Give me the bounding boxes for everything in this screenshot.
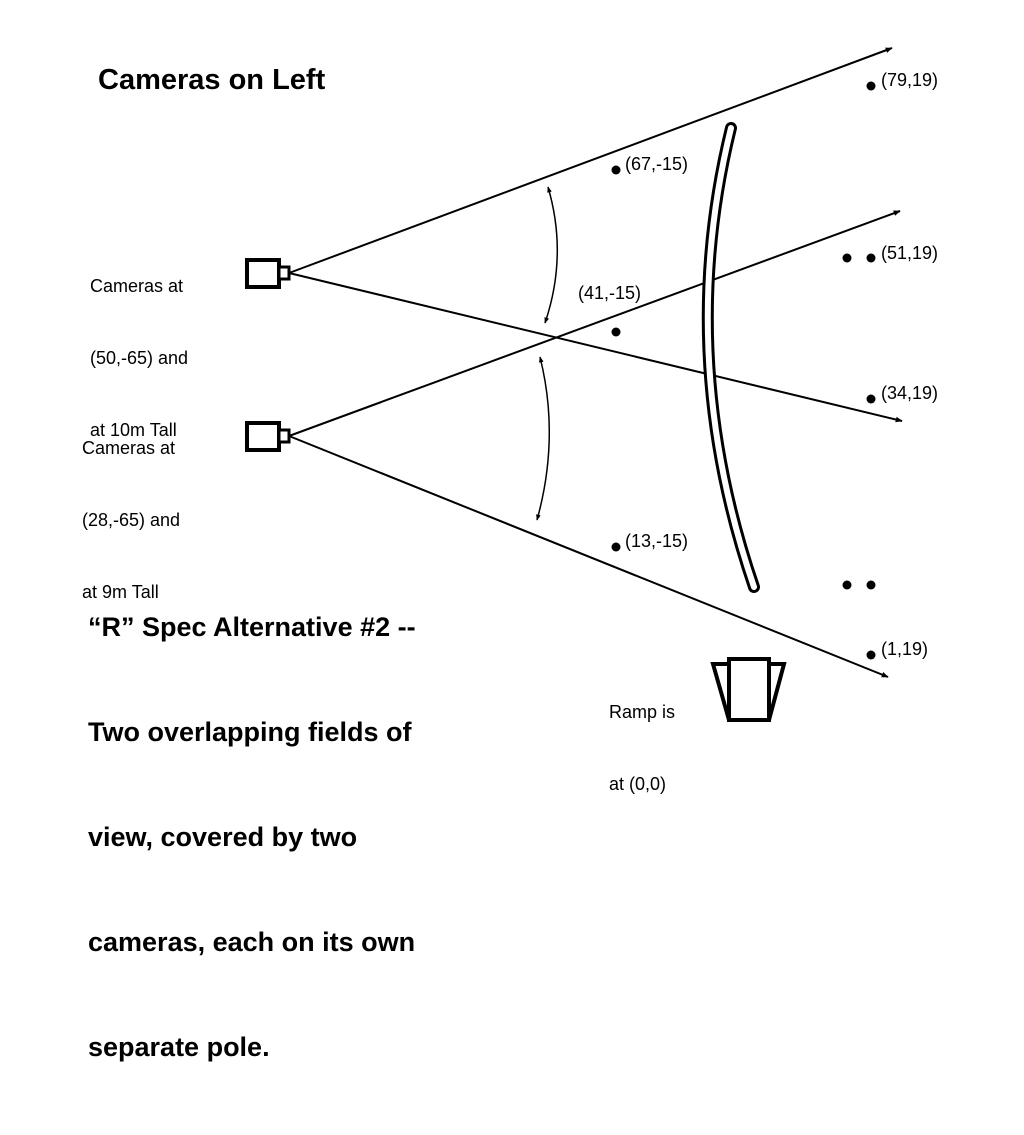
bottom-camera-label: Cameras at (28,-65) and at 9m Tall [82,388,180,652]
bottom-camera-upper-ray [288,210,901,437]
summary-text: “R” Spec Alternative #2 -- Two overlappi… [88,540,416,1135]
summary-line: cameras, each on its own [88,927,416,957]
point-label: (34,19) [881,383,939,403]
extra-dot [842,253,852,263]
point-dot [866,81,876,91]
point-dots [611,81,876,660]
ramp-label: Ramp is at (0,0) [609,652,675,844]
point-label: (79,19) [881,70,939,90]
summary-line: separate pole. [88,1032,270,1062]
top-camera-label: Cameras at (50,-65) and at 10m Tall [90,226,188,490]
point-label: (1,19) [881,639,929,659]
bottom-camera-lower-ray [288,435,889,678]
ramp-label-line: Ramp is [609,702,676,722]
bottom-field-angle-arc [536,356,551,521]
page-title: Cameras on Left [98,64,326,96]
top-camera-label-line: Cameras at [90,276,184,296]
point-dot [611,327,621,337]
diagram-canvas: Cameras on Left Cameras at (50,-65) and … [82,47,939,1062]
point-label: (41,-15) [578,283,642,303]
top-camera-label-line: at 10m Tall [90,420,177,440]
diagram-graphics [245,47,903,722]
summary-line: Two overlapping fields of [88,717,412,747]
summary-line: “R” Spec Alternative #2 -- [88,612,416,642]
bottom-camera-label-line: (28,-65) and [82,510,181,530]
bottom-camera-label-line: Cameras at [82,438,176,458]
top-camera-upper-ray [288,47,893,274]
top-camera-label-line: (50,-65) and [90,348,189,368]
point-label: (51,19) [881,243,939,263]
point-dot [866,394,876,404]
point-dot [866,650,876,660]
curved-barrier [701,122,760,593]
point-dot [611,165,621,175]
ramp-label-line: at (0,0) [609,774,667,794]
top-camera-icon [245,258,291,289]
bottom-camera-label-line: at 9m Tall [82,582,159,602]
top-camera-lower-ray [288,272,903,423]
extra-dot [866,580,876,590]
point-label: (13,-15) [625,531,689,551]
point-dot [866,253,876,263]
summary-line: view, covered by two [88,822,358,852]
top-field-angle-arc [544,186,558,324]
ramp-icon [710,657,787,722]
extra-dot [842,580,852,590]
bottom-camera-icon [245,421,291,452]
point-label: (67,-15) [625,154,689,174]
point-dot [611,542,621,552]
